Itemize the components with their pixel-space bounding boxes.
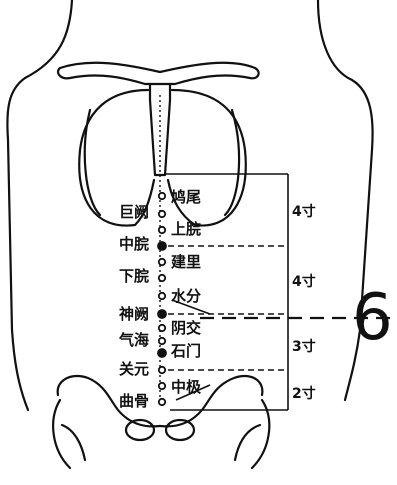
point-qugu bbox=[159, 399, 165, 405]
point-label-left-3: 下脘 bbox=[119, 269, 149, 284]
point-guanyuan bbox=[159, 367, 165, 373]
measure-4cun-lower: 4寸 bbox=[292, 275, 316, 289]
point-label-right-3: 建里 bbox=[171, 255, 201, 270]
obturator-left bbox=[126, 420, 154, 440]
torso-left-outline bbox=[7, 0, 72, 410]
point-juque bbox=[159, 211, 165, 217]
inner-rib-left bbox=[85, 110, 100, 215]
hip-left bbox=[53, 400, 85, 468]
inner-rib-right bbox=[225, 110, 239, 215]
point-label-left-1: 巨阙 bbox=[119, 205, 149, 220]
point-label-right-1: 鸠尾 bbox=[171, 190, 201, 205]
point-label-right-2: 上脘 bbox=[171, 222, 201, 237]
marker-number: 6 bbox=[352, 286, 393, 350]
point-label-right-7: 中极 bbox=[171, 380, 201, 395]
point-label-right-5: 阴交 bbox=[171, 321, 201, 336]
measure-2cun: 2寸 bbox=[292, 387, 316, 401]
point-jiuwei bbox=[159, 193, 165, 199]
point-shangwan bbox=[159, 227, 165, 233]
measure-3cun: 3寸 bbox=[292, 340, 316, 354]
point-label-left-5: 气海 bbox=[119, 333, 149, 348]
point-label-left-4: 神阙 bbox=[119, 307, 149, 322]
point-zhongwan bbox=[158, 242, 166, 250]
point-label-left-7: 曲骨 bbox=[119, 394, 149, 409]
point-qihai bbox=[159, 338, 165, 344]
point-xiawan bbox=[159, 275, 165, 281]
clavicle bbox=[58, 63, 259, 84]
point-yinjiao bbox=[159, 325, 165, 331]
point-label-left-6: 关元 bbox=[119, 362, 149, 377]
measure-4cun-upper: 4寸 bbox=[292, 205, 316, 219]
obturator-right bbox=[166, 420, 194, 440]
point-shimen bbox=[158, 349, 166, 357]
point-label-right-6: 石门 bbox=[171, 344, 201, 359]
point-jianli bbox=[159, 259, 165, 265]
point-label-right-4: 水分 bbox=[171, 289, 201, 304]
point-zhongji bbox=[159, 383, 165, 389]
point-label-left-2: 中脘 bbox=[119, 237, 149, 252]
point-shenque bbox=[158, 310, 166, 318]
point-shuifen bbox=[159, 293, 165, 299]
